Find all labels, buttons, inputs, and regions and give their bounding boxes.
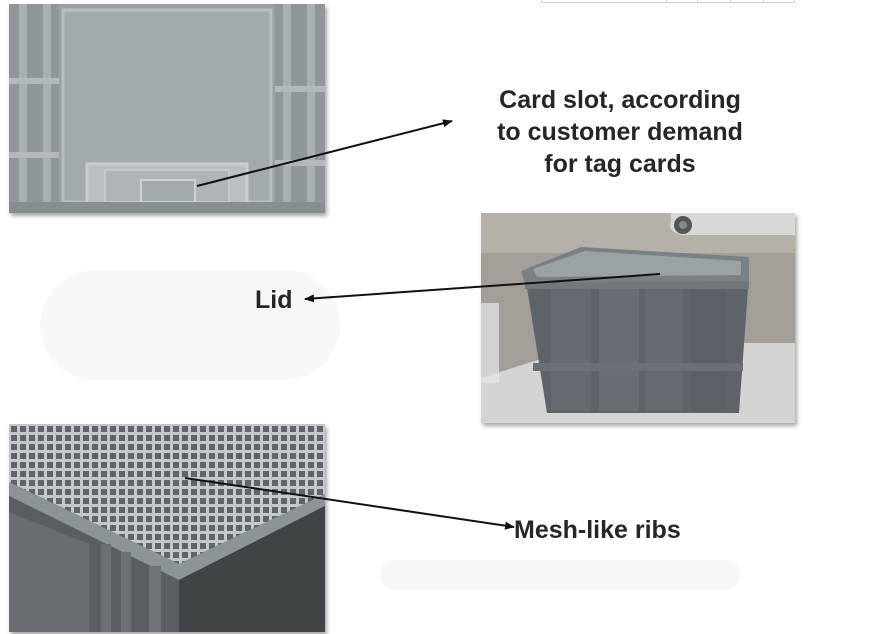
table-fragment-cell — [666, 0, 698, 3]
card-slot-callout-line: Card slot, according — [499, 86, 741, 114]
lid-callout: Lid — [255, 286, 293, 314]
crate-lid-photo — [481, 213, 795, 423]
card-slot-callout: Card slot, according to customer demand … — [470, 84, 770, 180]
card-slot-photo — [9, 4, 325, 213]
background-smudge — [40, 270, 340, 380]
background-smudge — [380, 560, 740, 590]
card-slot-callout-line: to customer demand — [497, 118, 743, 146]
mesh-ribs-photo — [9, 424, 325, 632]
card-slot-callout-line: for tag cards — [544, 150, 696, 178]
mesh-callout: Mesh-like ribs — [514, 516, 681, 544]
table-fragment-cell — [730, 0, 764, 3]
